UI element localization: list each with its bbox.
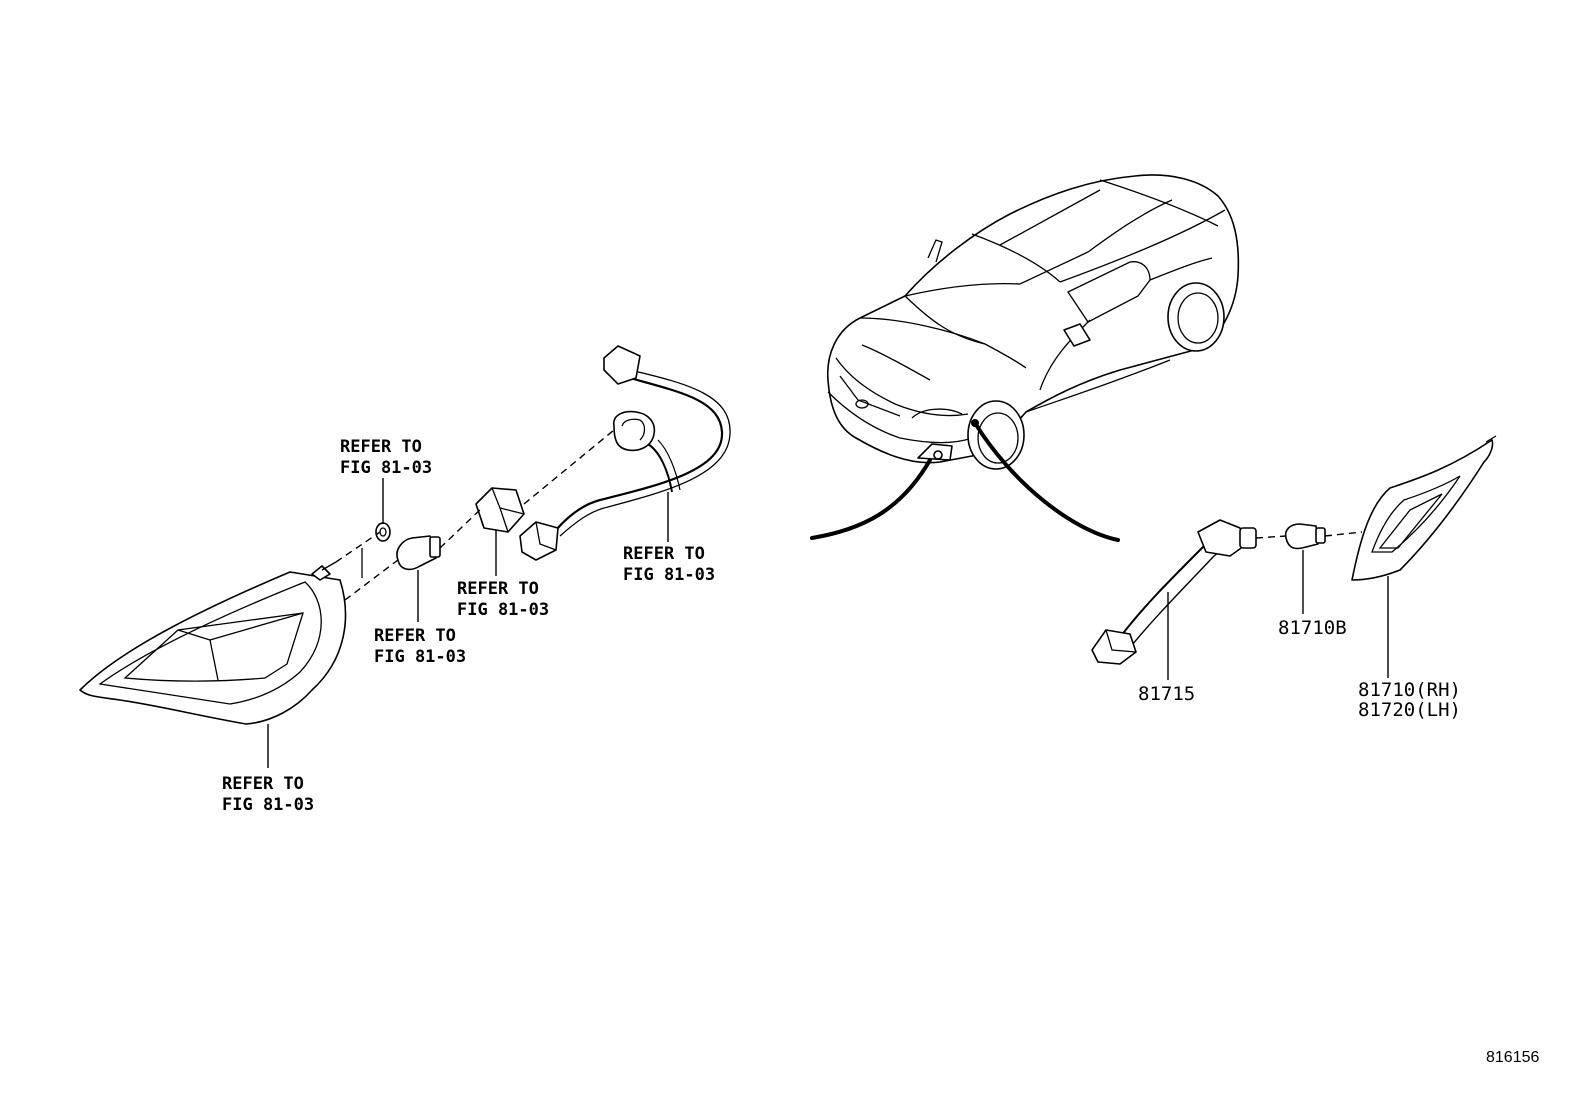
nut [375,522,391,542]
car-illustration [826,174,1240,470]
lamp-housing-callout-line1: REFER TO [222,774,304,794]
bulb [396,535,441,571]
side-marker-lamp [1351,435,1497,581]
part-number-81720-lh: 81720(LH) [1358,699,1461,721]
side-bulb [1284,523,1326,550]
nut-callout-line1: REFER TO [340,437,422,457]
socket [475,487,525,533]
figure-number: 816156 [1486,1049,1539,1066]
wire-harness-callout-line2: FIG 81-03 [623,565,715,585]
lamp-housing-callout-line2: FIG 81-03 [222,795,314,815]
part-number-81710-rh: 81710(RH) [1358,679,1461,701]
bulb-callout-line1: REFER TO [374,626,456,646]
nut-callout-line2: FIG 81-03 [340,458,432,478]
part-number-81710b: 81710B [1278,617,1347,639]
wire-harness [519,345,731,561]
socket-callout-line1: REFER TO [457,579,539,599]
bulb-callout-line2: FIG 81-03 [374,647,466,667]
socket-callout-line2: FIG 81-03 [457,600,549,620]
lamp-housing [79,561,347,725]
part-number-81715: 81715 [1138,683,1195,705]
wire-harness-callout-line1: REFER TO [623,544,705,564]
